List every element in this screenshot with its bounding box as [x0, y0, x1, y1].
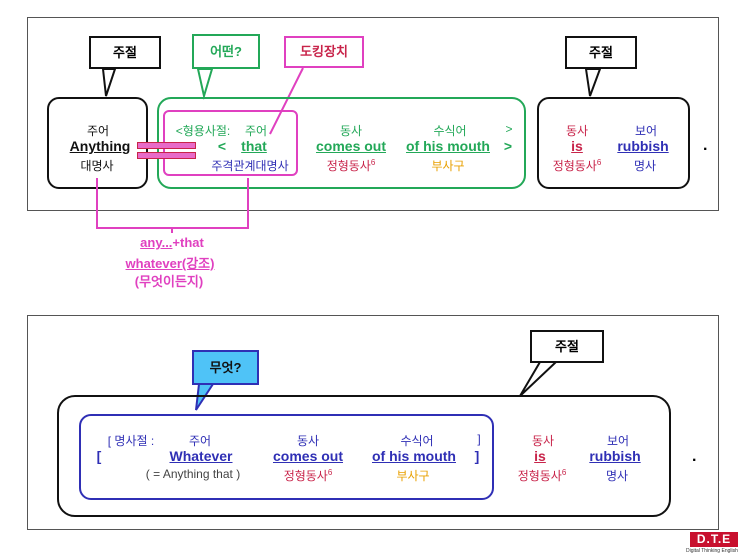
bclause-verb-role: 동사	[296, 434, 320, 448]
bclause-verb-pos-text: 정형동사	[283, 469, 328, 483]
callout-device-label: 도킹장치	[300, 44, 348, 59]
bmain-comp-pos: 명사	[605, 469, 629, 483]
equals-connector-bottom	[137, 152, 196, 159]
clause-mod-pos: 부사구	[431, 159, 465, 173]
clause-header: <형용사절:	[175, 124, 231, 138]
clause-verb-role: 동사	[339, 124, 363, 138]
bclause-mod-role: 수식어	[400, 434, 434, 448]
callout-subject-right-label: 주절	[589, 45, 613, 60]
bmain-verb-role: 동사	[531, 434, 555, 448]
callout-what: 무엇?	[192, 350, 259, 385]
noun-clause-box	[79, 414, 494, 500]
bmain-verb-pos: 정형동사6	[518, 467, 567, 484]
callout-device: 도킹장치	[284, 36, 364, 68]
dte-logo-subtitle: Digital Thinking English	[686, 548, 738, 554]
note-line3: (무엇이든지)	[134, 274, 204, 289]
bclause-verb-sup: 6	[327, 468, 333, 477]
subject-pos: 대명사	[80, 159, 114, 173]
callout-subject-right: 주절	[565, 36, 637, 69]
clause-mod-word: of his mouth	[406, 138, 490, 154]
main-comp-word: rubbish	[617, 138, 669, 154]
clause-verb-pos: 정형동사6	[327, 157, 376, 174]
bclause-subj-word: Whatever	[169, 448, 233, 464]
main-verb-pos: 정형동사6	[553, 157, 602, 174]
note-plus-that: +that	[172, 235, 204, 250]
callout-subject-bottom: 주절	[530, 330, 604, 363]
bclause-header: [ 명사절 :	[107, 434, 155, 448]
subject-role: 주어	[86, 124, 110, 138]
clause-close-role: >	[505, 122, 513, 136]
main-comp-role: 보어	[634, 124, 658, 138]
note-line2: whatever(강조)	[125, 256, 215, 271]
clause-verb-word: comes out	[315, 138, 387, 154]
callout-which: 어떤?	[192, 34, 260, 69]
clause-mod-role: 수식어	[433, 124, 467, 138]
clause-open-bracket: <	[217, 138, 227, 154]
bmain-verb-word: is	[534, 448, 546, 464]
dte-logo: D.T.E	[690, 532, 738, 547]
bclause-mod-word: of his mouth	[372, 448, 456, 464]
bclause-verb-pos: 정형동사6	[284, 467, 333, 484]
bottom-period: .	[692, 448, 697, 465]
clause-verb-sup: 6	[370, 158, 376, 167]
bclause-mod-pos: 부사구	[396, 469, 430, 483]
dte-logo-text: D.T.E	[696, 532, 732, 546]
equals-connector-top	[137, 142, 196, 149]
note-line1: any...+that	[140, 235, 204, 250]
callout-what-label: 무엇?	[209, 360, 242, 375]
bclause-subj-note: ( = Anything that )	[145, 467, 241, 481]
top-period: .	[703, 137, 708, 154]
main-comp-pos: 명사	[633, 159, 657, 173]
note-any: any...	[140, 235, 173, 250]
bmain-comp-role: 보어	[606, 434, 630, 448]
callout-which-label: 어떤?	[210, 44, 242, 59]
clause-verb-pos-text: 정형동사	[326, 159, 371, 173]
bmain-verb-pos-text: 정형동사	[517, 469, 562, 483]
callout-subject-left-label: 주절	[113, 45, 137, 60]
callout-subject-left: 주절	[89, 36, 161, 69]
main-verb-sup: 6	[596, 158, 602, 167]
bmain-verb-sup: 6	[561, 468, 567, 477]
main-verb-role: 동사	[565, 124, 589, 138]
main-verb-word: is	[571, 138, 583, 154]
main-clause-box	[537, 97, 690, 189]
that-word: that	[241, 138, 267, 154]
bclause-close-role: ]	[477, 432, 481, 446]
that-pos: 주격관계대명사	[211, 159, 289, 173]
bclause-verb-word: comes out	[272, 448, 344, 464]
clause-close-bracket: >	[503, 138, 513, 154]
bmain-comp-word: rubbish	[589, 448, 641, 464]
subject-word: Anything	[69, 138, 131, 154]
clause-subject-role: 주어	[244, 124, 268, 138]
callout-subject-bottom-label: 주절	[555, 339, 579, 354]
bclause-subj-role: 주어	[188, 434, 212, 448]
bclause-close-bracket: ]	[474, 448, 480, 464]
main-verb-pos-text: 정형동사	[552, 159, 597, 173]
bottom-outer-box	[57, 395, 671, 517]
bclause-open-bracket: [	[96, 448, 102, 464]
